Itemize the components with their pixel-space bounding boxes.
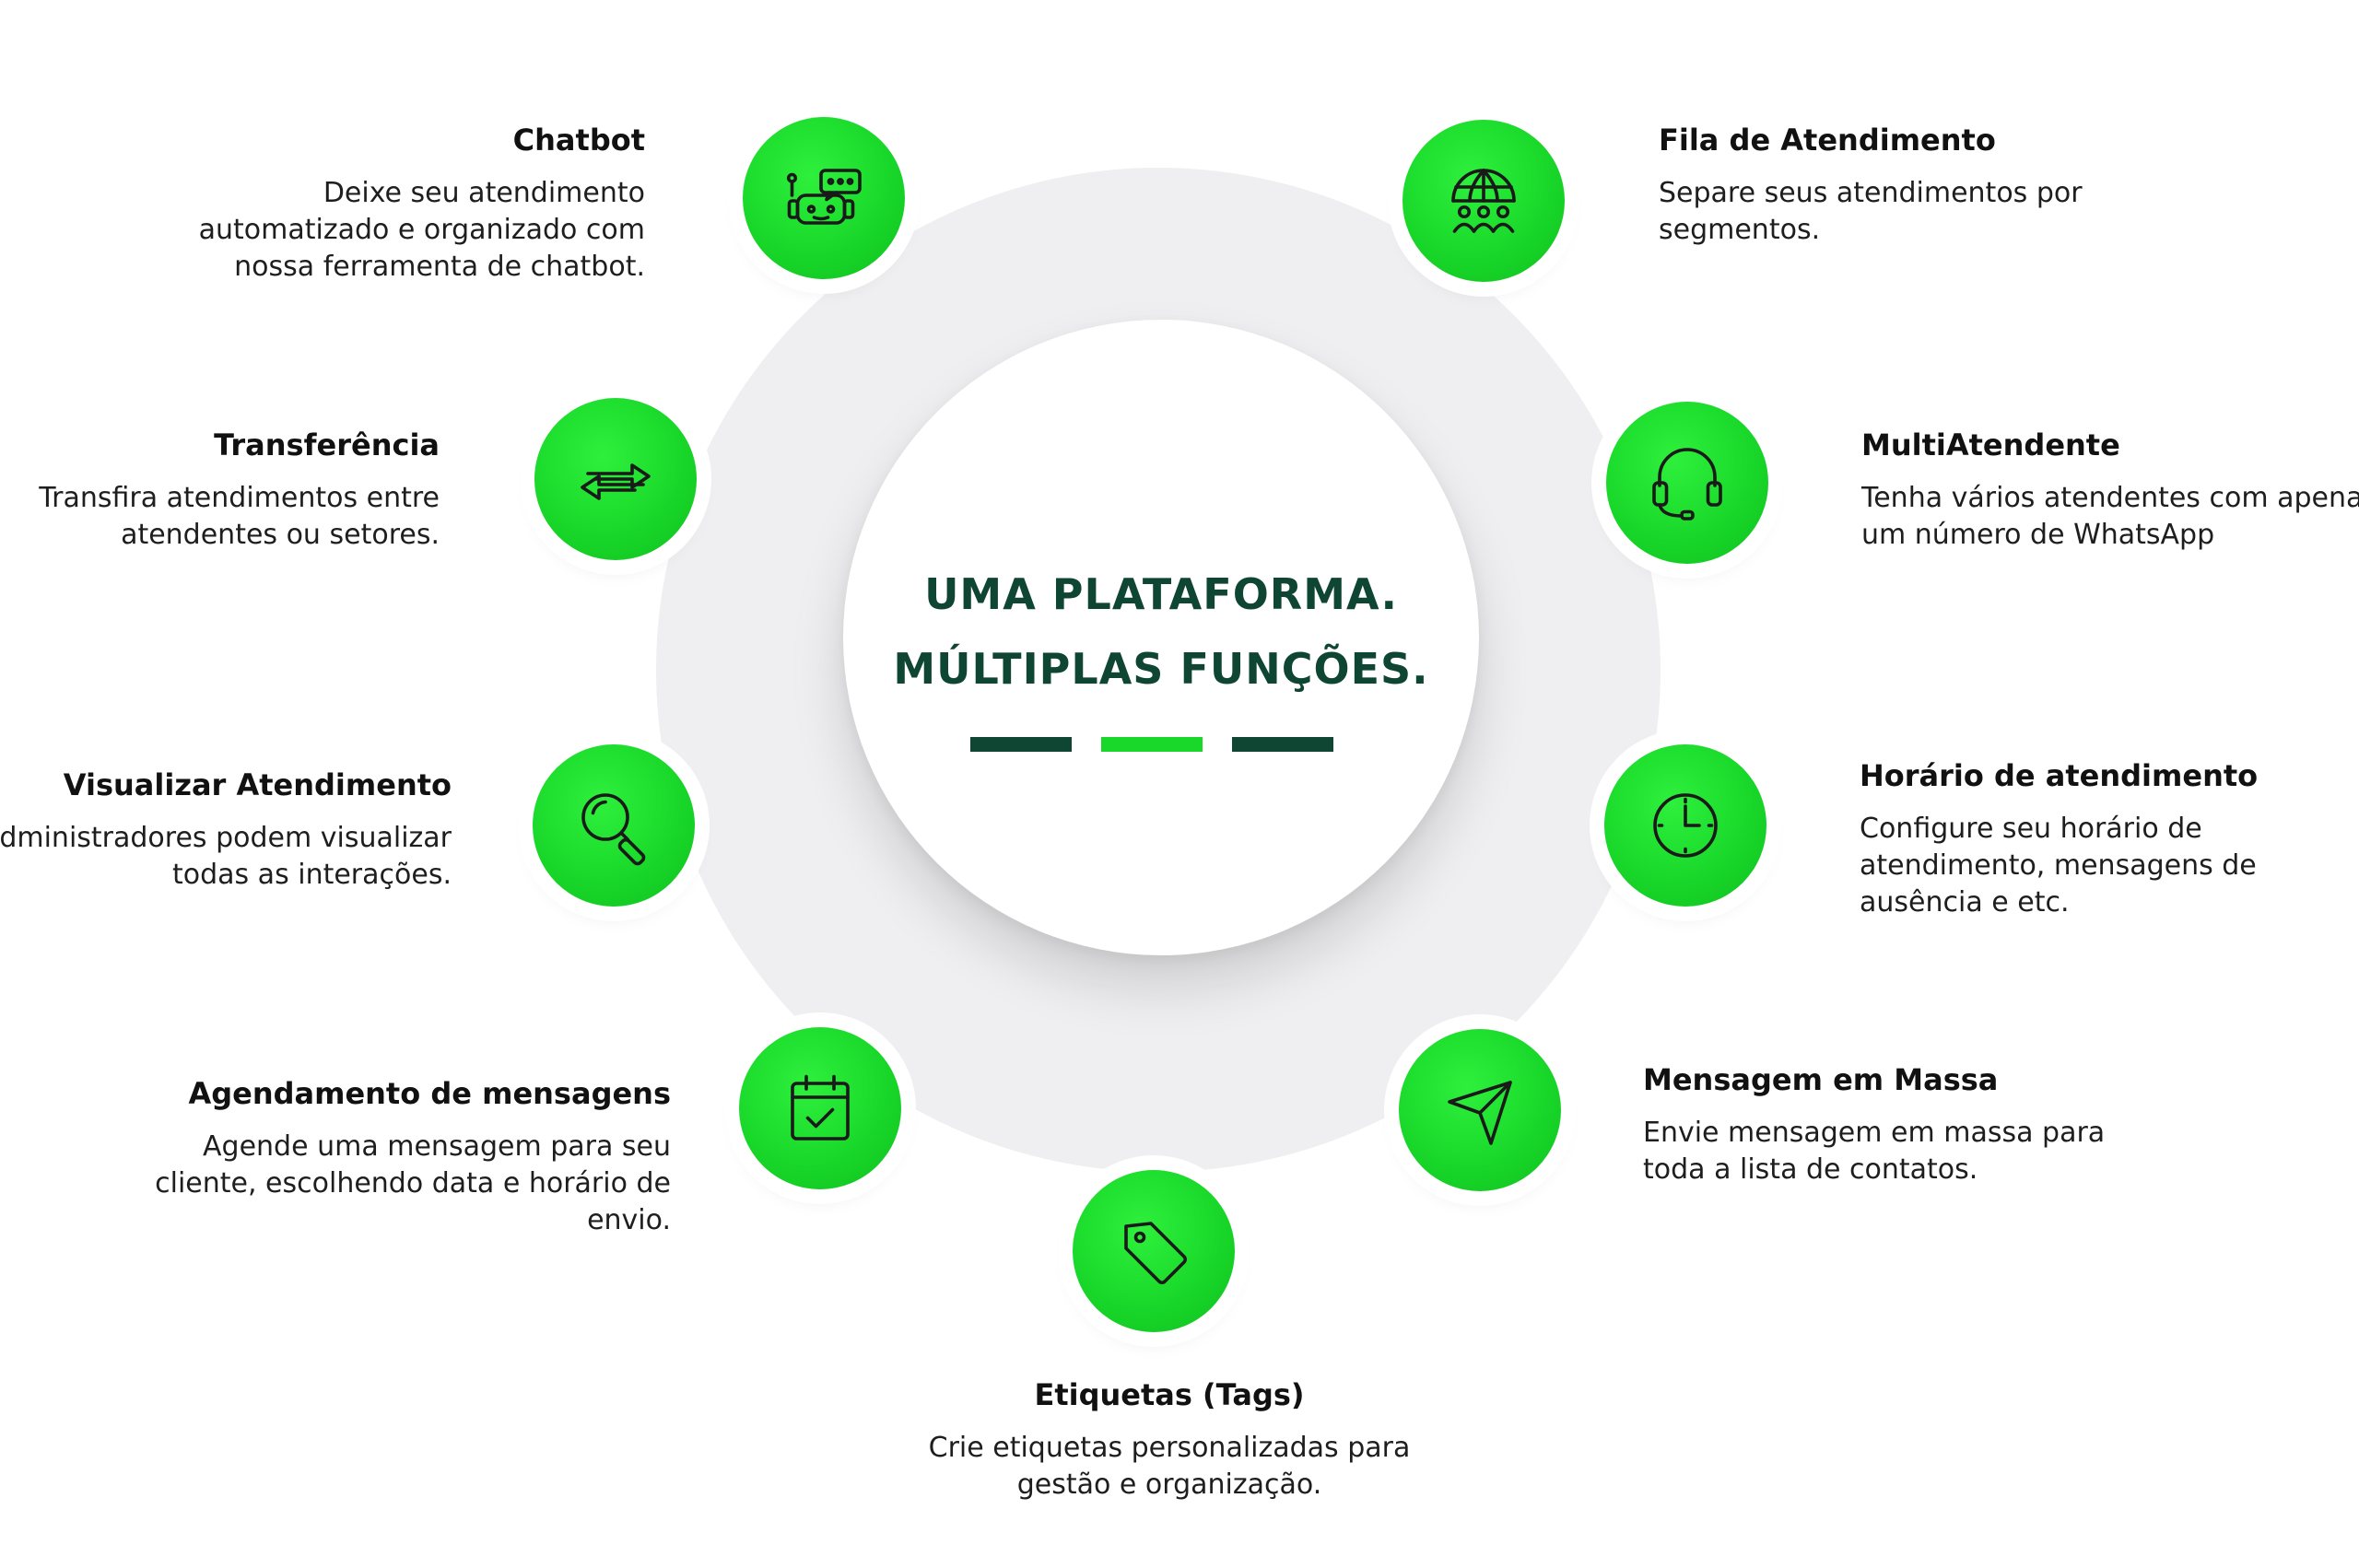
horario-icon-circle [1604,744,1766,907]
feature-horario-title: Horário de atendimento [1860,758,2259,793]
divider-bar-dark-right [1232,737,1333,752]
feature-etiquetas-desc: Crie etiquetas personalizadas para gestã… [928,1432,1411,1501]
feature-fila: Fila de Atendimento Separe seus atendime… [1659,122,2175,249]
feature-agendamento: Agendamento de mensagens Agende uma mens… [155,1075,671,1239]
center-title-line-2: MÚLTIPLAS FUNÇÕES. [893,643,1429,694]
divider-bar-dark-left [970,737,1072,752]
massa-icon-circle [1399,1029,1561,1191]
feature-transferencia-title: Transferência [214,427,440,462]
fila-icon-circle [1402,120,1565,282]
feature-multi: MultiAtendente Tenha vários atendentes c… [1861,427,2359,554]
feature-horario-desc: Configure seu horário de atendimento, me… [1860,813,2257,919]
clock-icon [1653,793,1718,858]
agendamento-icon-circle [739,1027,901,1189]
divider-bar-green [1101,737,1203,752]
feature-massa-desc: Envie mensagem em massa para toda a list… [1643,1117,2106,1186]
feature-agendamento-title: Agendamento de mensagens [188,1076,671,1111]
center-disc [843,320,1479,955]
multi-icon-circle [1606,402,1768,564]
paper-plane-icon [1448,1081,1512,1145]
center-title-line-1: UMA PLATAFORMA. [924,569,1398,619]
feature-chatbot: Chatbot Deixe seu atendimento automatiza… [129,122,645,286]
feature-horario: Horário de atendimento Configure seu hor… [1860,757,2359,921]
feature-etiquetas: Etiquetas (Tags) Crie etiquetas personal… [911,1376,1427,1504]
magnifier-icon [581,793,646,866]
feature-chatbot-desc: Deixe seu atendimento automatizado e org… [198,177,645,283]
calendar-check-icon [791,1074,850,1141]
feature-fila-desc: Separe seus atendimentos por segmentos. [1659,177,2083,246]
globe-people-icon [1451,169,1516,233]
center-title: UMA PLATAFORMA. MÚLTIPLAS FUNÇÕES. [843,557,1479,706]
feature-agendamento-desc: Agende uma mensagem para seu cliente, es… [155,1130,671,1236]
chatbot-icon-circle [743,117,905,279]
feature-multi-desc: Tenha vários atendentes com apenas um nú… [1861,482,2359,551]
feature-massa-title: Mensagem em Massa [1643,1062,1999,1097]
feature-multi-title: MultiAtendente [1861,427,2120,462]
headset-icon [1652,448,1722,521]
feature-etiquetas-title: Etiquetas (Tags) [1034,1377,1305,1412]
feature-visualizar-desc: Administradores podem visualizar todas a… [0,822,452,891]
feature-visualizar: Visualizar Atendimento Administradores p… [0,766,452,894]
feature-massa: Mensagem em Massa Envie mensagem em mass… [1643,1061,2159,1188]
feature-visualizar-title: Visualizar Atendimento [63,767,452,802]
etiquetas-icon-circle [1073,1170,1235,1332]
transferencia-icon-circle [534,398,697,560]
feature-fila-title: Fila de Atendimento [1659,123,1996,158]
feature-transferencia-desc: Transfira atendimentos entre atendentes … [39,482,440,551]
transfer-arrows-icon [581,463,651,500]
robot-chat-icon [786,169,862,225]
tag-icon [1124,1222,1187,1284]
feature-chatbot-title: Chatbot [512,123,645,158]
visualizar-icon-circle [533,744,695,907]
feature-transferencia: Transferência Transfira atendimentos ent… [0,427,440,554]
